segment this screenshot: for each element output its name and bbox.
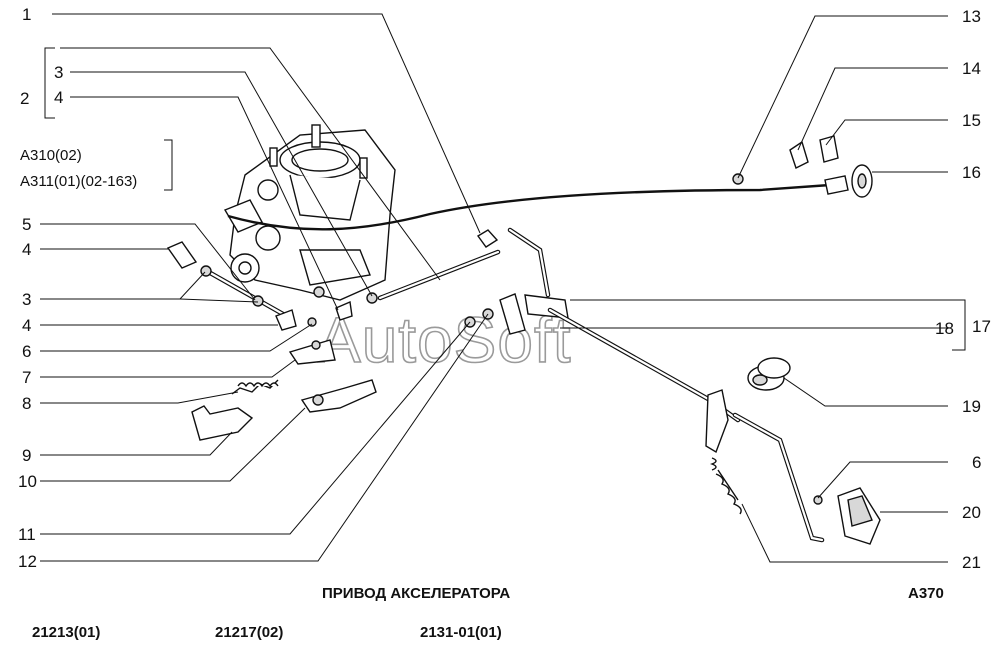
callout-4b: 4: [22, 240, 31, 259]
model-21213: 21213(01): [32, 624, 101, 641]
boot-and-pad: [747, 357, 881, 545]
callout-3b: 3: [22, 290, 31, 309]
leader-lines-right: [560, 15, 948, 563]
carburetor-assembly: [223, 124, 396, 301]
callout-15: 15: [962, 111, 981, 130]
callout-3: 3: [54, 63, 63, 82]
callouts-right: 13 14 15 16 17 18 19 6 20 21: [935, 7, 991, 572]
leader-lines-left: [40, 13, 489, 562]
callout-8: 8: [22, 394, 31, 413]
callout-4c: 4: [22, 316, 31, 335]
reference-labels: А310(02) А311(01)(02-163): [20, 147, 137, 190]
callout-17: 17: [972, 317, 991, 336]
group-brackets: [44, 47, 966, 351]
callout-1: 1: [22, 5, 31, 24]
callout-16: 16: [962, 163, 981, 182]
reference-a311: А311(01)(02-163): [20, 173, 137, 190]
callout-10: 10: [18, 472, 37, 491]
callout-5: 5: [22, 215, 31, 234]
callout-11: 11: [18, 525, 36, 544]
watermark: AutoSoft: [318, 304, 572, 376]
callout-6: 6: [22, 342, 31, 361]
callout-2: 2: [20, 89, 29, 108]
thrust-rod: [377, 249, 501, 301]
callout-14: 14: [962, 59, 981, 78]
linkage-parts: [166, 241, 494, 441]
pedal-lever-assembly: [499, 227, 825, 543]
callout-13: 13: [962, 7, 981, 26]
callout-9: 9: [22, 446, 31, 465]
callout-18: 18: [935, 319, 954, 338]
diagram-title: ПРИВОД АКСЕЛЕРАТОРА: [322, 585, 511, 602]
diagram-code: А370: [908, 585, 944, 602]
model-21217: 21217(02): [215, 624, 284, 641]
callout-6-right: 6: [972, 453, 981, 472]
model-2131: 2131-01(01): [420, 624, 502, 641]
reference-a310: А310(02): [20, 147, 82, 164]
callouts-left: 1 2 3 4 4 5 4 3 4 6 7 8 9 10 11 12: [18, 5, 63, 571]
callout-12: 12: [18, 552, 37, 571]
callout-21: 21: [962, 553, 981, 572]
callout-20: 20: [962, 503, 981, 522]
callout-19: 19: [962, 397, 981, 416]
callout-4a: 4: [54, 88, 63, 107]
callout-7: 7: [22, 368, 31, 387]
accelerator-cable: [227, 135, 873, 248]
